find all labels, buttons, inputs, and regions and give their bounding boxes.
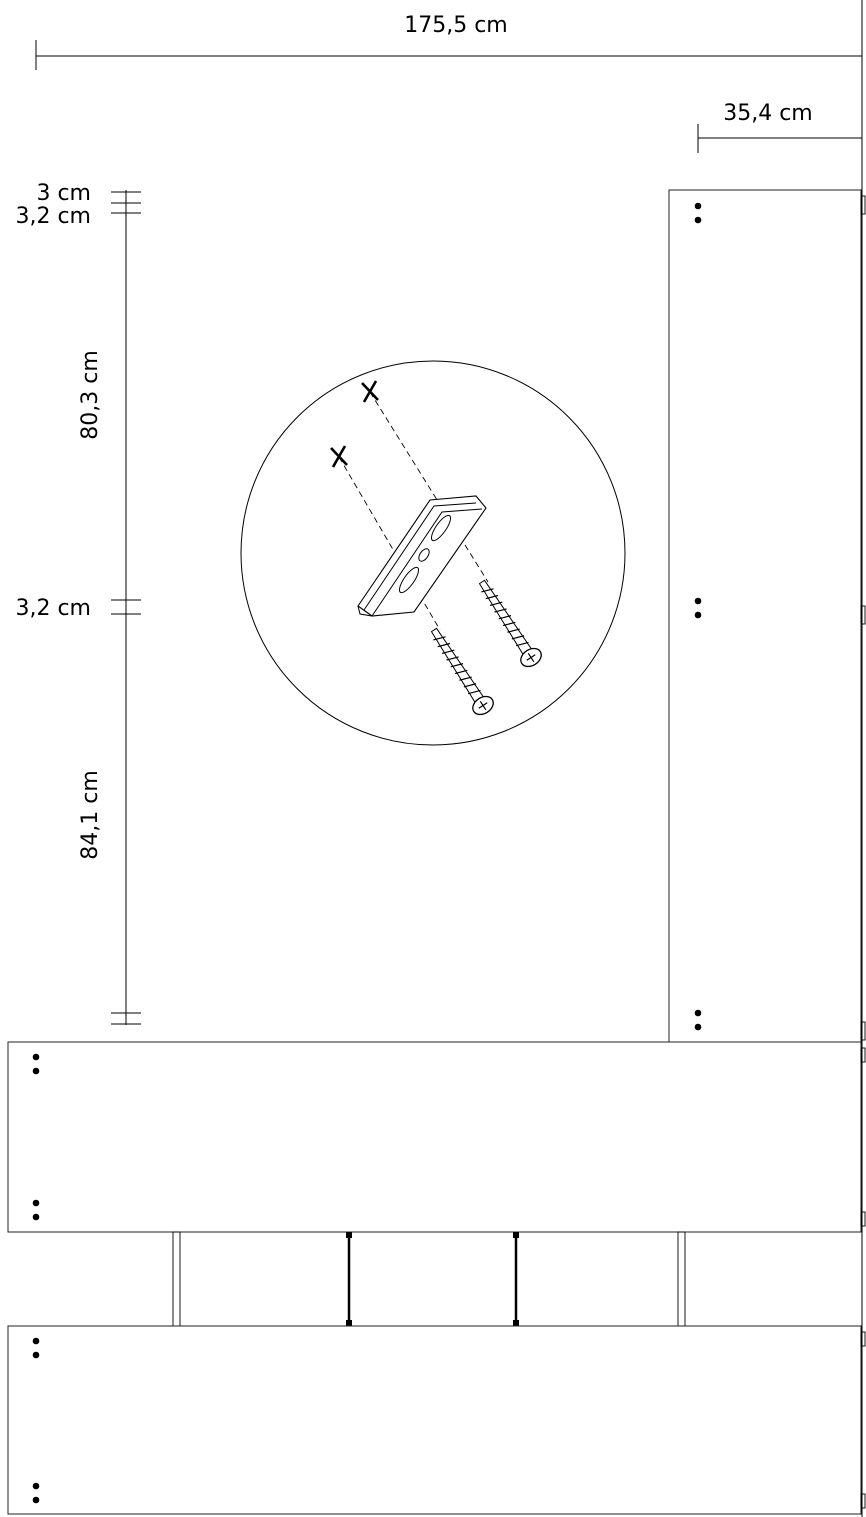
side-panel (668, 189, 866, 1044)
screw-icon (430, 579, 542, 716)
top-a-label: 3 cm (36, 181, 91, 206)
total-width-label: 175,5 cm (404, 13, 508, 38)
total-width-dimension: 175,5 cm (35, 0, 863, 1517)
lower-span-label: 84,1 cm (78, 770, 103, 860)
middle-gap-label: 3,2 cm (15, 596, 91, 621)
vertical-dimension: 3 cm 3,2 cm 80,3 cm 3,2 cm 84,1 cm (15, 181, 141, 1025)
side-width-label: 35,4 cm (723, 101, 813, 126)
bracket-detail (240, 360, 626, 746)
connector-rails (172, 1231, 686, 1327)
drill-mark-x-icon (330, 380, 379, 468)
wall-bracket-icon (357, 495, 487, 617)
side-width-dimension: 35,4 cm (697, 101, 862, 153)
lower-shelf-panel (7, 1325, 866, 1515)
upper-shelf-panel (7, 1041, 866, 1233)
top-b-label: 3,2 cm (15, 204, 91, 229)
upper-span-label: 80,3 cm (78, 350, 103, 440)
